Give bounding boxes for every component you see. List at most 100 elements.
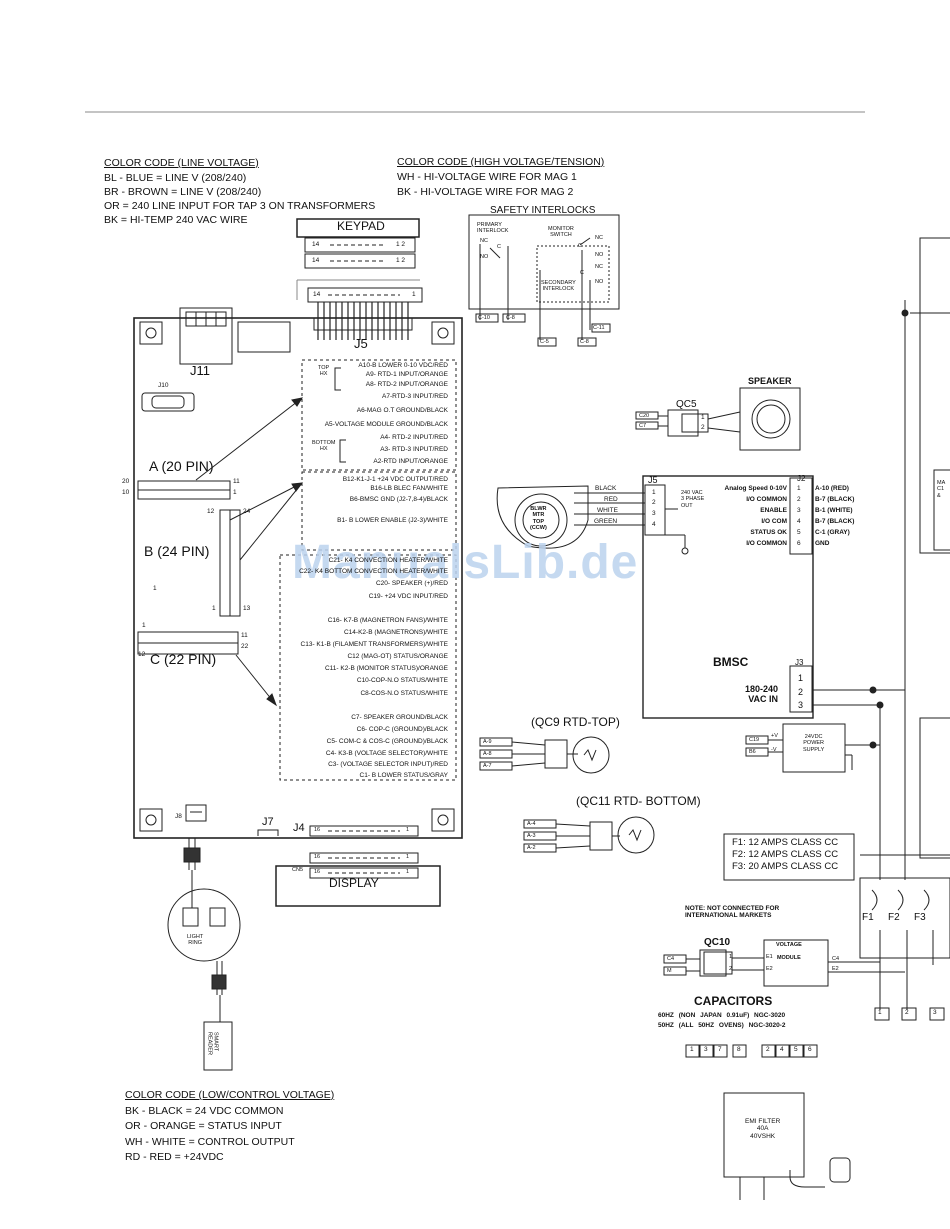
j2-wire: B-7 (BLACK) bbox=[815, 496, 855, 503]
j3-label: J3 bbox=[795, 658, 804, 667]
color-code-low-title: COLOR CODE (LOW/CONTROL VOLTAGE) bbox=[125, 1089, 335, 1101]
j5-label: J5 bbox=[354, 336, 368, 351]
color-code-low-item: OR - ORANGE = STATUS INPUT bbox=[125, 1120, 282, 1132]
pin-label: C3- (VOLTAGE SELECTOR INPUT)/RED bbox=[328, 761, 448, 768]
wire-tag: C-11 bbox=[593, 325, 605, 331]
j2-signal-label: Analog Speed 0-10V bbox=[724, 485, 788, 492]
j11-label: J11 bbox=[190, 363, 210, 378]
pin-number: 12 bbox=[207, 508, 215, 515]
contact-label: C bbox=[578, 243, 582, 249]
monitor-switch-label: MONITOR SWITCH bbox=[548, 226, 574, 239]
pin-number: 11 bbox=[241, 632, 248, 639]
keypad-pin: 1 bbox=[412, 291, 416, 298]
pin-number: 1 bbox=[701, 414, 705, 421]
wire-tag: M bbox=[667, 968, 672, 974]
phase-out-label: 240 VAC 3 PHASE OUT bbox=[681, 490, 705, 509]
display-pin: 16 bbox=[314, 827, 321, 833]
keypad-pin: 14 bbox=[313, 291, 321, 298]
pin-number: 22 bbox=[241, 643, 249, 650]
j2-signal-label: I/O COMMON bbox=[746, 540, 787, 547]
keypad-pin: 14 bbox=[312, 241, 320, 248]
speaker-label: SPEAKER bbox=[748, 376, 792, 386]
pin-number: 1 bbox=[153, 585, 157, 592]
pin-label: C22- K4 BOTTOM CONVECTION HEATER/WHITE bbox=[299, 568, 448, 575]
international-note: NOTE: NOT CONNECTED FOR INTERNATIONAL MA… bbox=[685, 905, 780, 920]
j2-pin: 5 bbox=[797, 529, 801, 536]
terminal-number: 4 bbox=[780, 1046, 784, 1053]
contact-label: C bbox=[497, 244, 501, 250]
color-code-line-title: COLOR CODE (LINE VOLTAGE) bbox=[104, 157, 259, 169]
color-code-line-item: BL - BLUE = LINE V (208/240) bbox=[104, 172, 247, 184]
contact-label: NO bbox=[595, 279, 604, 285]
pin-number: 1 bbox=[233, 489, 237, 496]
pin-number: 1 bbox=[729, 954, 733, 960]
fuse-label: F2 bbox=[888, 912, 900, 923]
j2-wire: A-10 (RED) bbox=[815, 485, 849, 492]
terminal-number: 2 bbox=[766, 1046, 770, 1053]
wire-tag: A-8 bbox=[483, 751, 492, 757]
j2-wire: B-1 (WHITE) bbox=[815, 507, 853, 514]
color-code-low-item: RD - RED = +24VDC bbox=[125, 1151, 224, 1163]
wire-tag: A-7 bbox=[483, 763, 492, 769]
j2-pin: 1 bbox=[797, 485, 801, 492]
j2-signal-label: STATUS OK bbox=[750, 529, 787, 536]
pin-label: A5-VOLTAGE MODULE GROUND/BLACK bbox=[324, 421, 448, 428]
pin-number: 2 bbox=[729, 966, 733, 972]
pin-label: C19- +24 VDC INPUT/RED bbox=[368, 593, 448, 600]
j2-pin: 3 bbox=[797, 507, 801, 514]
smart-reader-label: SMART READER bbox=[206, 1032, 219, 1055]
pin-label: C16- K7-B (MAGNETRON FANS)/WHITE bbox=[327, 617, 448, 624]
contact-label: NO bbox=[480, 254, 489, 260]
j2-wire: GND bbox=[815, 540, 830, 547]
pin-number: 10 bbox=[122, 489, 130, 496]
rtd-bottom-label: (QC11 RTD- BOTTOM) bbox=[576, 794, 701, 808]
wire-tag: C-5 bbox=[540, 339, 549, 345]
pin-number: 2 bbox=[701, 424, 705, 431]
pin-number: 2 bbox=[652, 499, 656, 506]
pin-label: A7-RTD-3 INPUT/RED bbox=[382, 393, 448, 400]
pin-number: 1 bbox=[142, 622, 146, 629]
qc10-label: QC10 bbox=[704, 937, 731, 948]
j2-pin: 6 bbox=[797, 540, 801, 547]
display-label: DISPLAY bbox=[329, 876, 379, 890]
j2-pin: 2 bbox=[797, 496, 801, 503]
top-hx-label: TOP HX bbox=[318, 365, 330, 378]
pin-label: C6- COP-C (GROUND)/BLACK bbox=[356, 726, 448, 733]
pin-label: A3- RTD-3 INPUT/RED bbox=[380, 446, 448, 453]
pin-number: 3 bbox=[652, 510, 656, 517]
j2-signal-label: ENABLE bbox=[760, 507, 787, 514]
j2-label: J2 bbox=[797, 474, 806, 483]
color-code-high-item: BK - HI-VOLTAGE WIRE FOR MAG 2 bbox=[397, 186, 574, 198]
secondary-interlock-label: SECONDARY INTERLOCK bbox=[541, 280, 576, 293]
pin-number: 24 bbox=[243, 508, 251, 515]
fuse-label: F1 bbox=[862, 912, 874, 923]
terminal-number: 1 bbox=[690, 1046, 694, 1053]
pin-number: 12 bbox=[138, 651, 146, 658]
terminal-number: 3 bbox=[704, 1046, 708, 1053]
wire-tag: C19 bbox=[749, 737, 760, 743]
voltage-module-label: VOLTAGE MODULE bbox=[776, 942, 802, 961]
keypad-pin: 1 2 bbox=[396, 241, 406, 248]
fuse-spec: F2: 12 AMPS CLASS CC bbox=[732, 849, 839, 860]
wire-tag: A-3 bbox=[527, 833, 536, 839]
color-code-high-title: COLOR CODE (HIGH VOLTAGE/TENSION) bbox=[397, 156, 605, 168]
j3-pin: 3 bbox=[798, 700, 804, 710]
terminal-number: 3 bbox=[933, 1009, 937, 1016]
pin-label: A2-RTD INPUT/ORANGE bbox=[373, 458, 448, 465]
connector-a-label: A (20 PIN) bbox=[149, 458, 214, 474]
power-supply-label: 24VDC POWER SUPPLY bbox=[803, 734, 825, 753]
wire-tag: C20 bbox=[639, 413, 650, 419]
terminal-number: 5 bbox=[794, 1046, 798, 1053]
light-ring-label: LIGHT RING bbox=[187, 934, 204, 947]
wire-tag: B6 bbox=[749, 749, 756, 755]
qc5-label: QC5 bbox=[676, 399, 697, 410]
pin-label: A4- RTD-2 INPUT/RED bbox=[380, 434, 448, 441]
wire-color-label: RED bbox=[604, 496, 618, 503]
wire-tag: E2 bbox=[832, 966, 839, 972]
pin-number: 13 bbox=[243, 605, 251, 612]
color-code-high-item: WH - HI-VOLTAGE WIRE FOR MAG 1 bbox=[397, 171, 577, 183]
wire-tag: C4 bbox=[667, 956, 675, 962]
vac-in-label: 180-240 VAC IN bbox=[745, 684, 779, 705]
display-pin: 1 bbox=[406, 827, 410, 833]
